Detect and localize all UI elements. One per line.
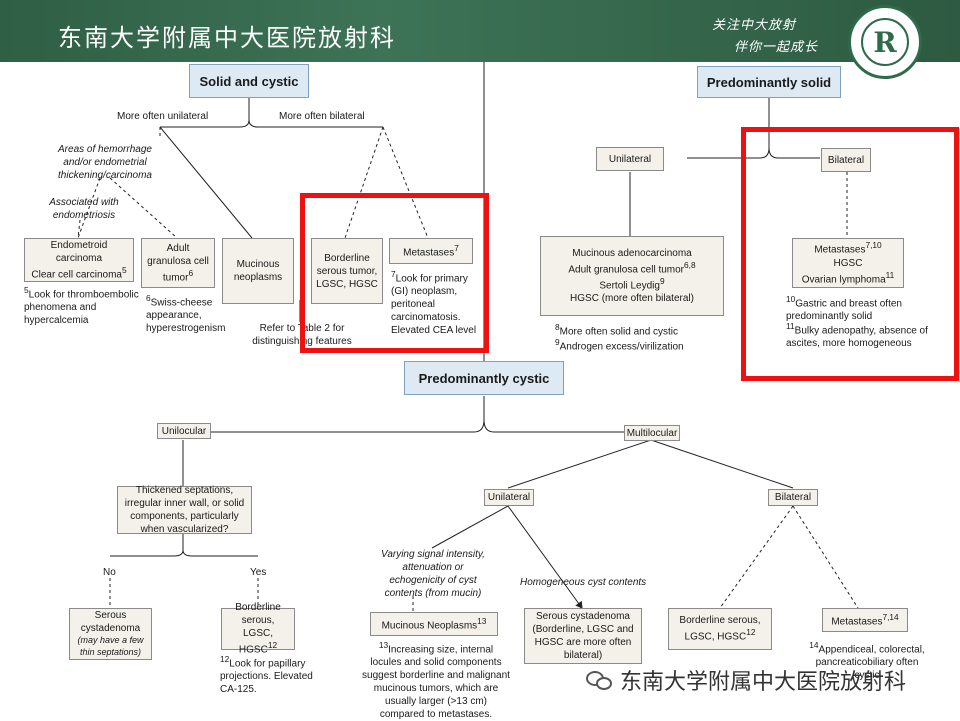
footnote-8: 8More often solid and cystic [555,322,679,338]
footnote-14: 14Appendiceal, colorectal, pancreaticobi… [809,640,925,682]
hospital-logo: R [848,5,922,79]
highlight-box-bilateral-solid-cystic [300,193,489,353]
box-borderline-serous: Borderline serous tumor, LGSC, HGSC [311,238,383,304]
wechat-icon [586,669,616,691]
label-multilocular-unilateral: Unilateral [484,489,534,506]
footnote-12: 12Look for papillary projections. Elevat… [220,654,313,696]
granulosa-label: Adult granulosa cell tumor [147,242,209,284]
label-multilocular: Multilocular [624,425,680,441]
box-solid-bilateral-list: Metastases7,10 HGSC Ovarian lymphoma11 [792,238,904,288]
heading-predominantly-solid: Predominantly solid [697,66,841,98]
slogan-line-2: 伴你一起成长 [734,40,819,55]
footnote-9: 9Androgen excess/virilization [555,337,684,353]
footnote-5: 5Look for thromboembolic phenomena and h… [24,285,139,327]
highlight-box-solid-bilateral [741,127,959,381]
note-varying-signal: Varying signal intensity, attenuation or… [381,549,485,599]
box-borderline-bilateral: Borderline serous, LGSC, HGSC12 [668,608,772,650]
heading-solid-and-cystic: Solid and cystic [189,64,309,98]
box-metastases: Metastases7 [389,238,473,264]
box-thickened-septations: Thickened septations, irregular inner wa… [117,485,252,535]
label-solid-bilateral: Bilateral [821,148,871,172]
footnote-11: 11Bulky adenopathy, absence of ascites, … [786,321,928,350]
header-banner: 东南大学附属中大医院放射科 关注中大放射 伴你一起成长 [0,0,960,62]
box-metastases-bilateral: Metastases7,14 [822,608,908,632]
label-no: No [103,567,116,578]
box-serous-cystadenoma-unilocular: Serous cystadenoma (may have a few thin … [69,608,152,660]
wechat-watermark: 东南大学附属中大医院放射科 [586,664,906,696]
footnote-13: 13Increasing size, internal locules and … [362,640,510,721]
label-solid-unilateral: Unilateral [596,147,664,171]
footnote-6: 6Swiss-cheese appearance, hyperestrogeni… [146,293,226,335]
clear-cell-label: Clear cell carcinoma [31,269,122,281]
label-unilocular: Unilocular [157,423,211,439]
endometrioid-label: Endometroid carcinoma [50,239,108,264]
note-homogeneous: Homogeneous cyst contents [520,577,647,588]
note-hemorrhage: Areas of hemorrhage and/or endometrial t… [58,144,152,181]
fn5-ref: 5 [121,264,127,275]
note-endometriosis: Associated with endometriosis [49,197,119,221]
logo-mark: R [873,26,897,59]
branch-label-unilateral: More often unilateral [117,111,209,122]
box-borderline-unilocular: Borderline serous, LGSC, HGSC12 [221,602,295,656]
box-solid-unilateral-list: Mucinous adenocarcinoma Adult granulosa … [540,236,724,316]
branch-label-bilateral: More often bilateral [279,111,365,122]
box-endometrioid-clear-cell: Endometroid carcinoma Clear cell carcino… [24,238,134,282]
box-mucinous-neoplasms: Mucinous neoplasms [222,238,294,304]
heading-predominantly-cystic: Predominantly cystic [404,361,564,395]
slogan-line-1: 关注中大放射 [712,18,797,33]
box-serous-cystadenoma-multilocular: Serous cystadenoma (Borderline, LGSC and… [524,608,642,664]
box-adult-granulosa: Adult granulosa cell tumor6 [141,238,215,288]
footnote-10: 10Gastric and breast often predominantly… [786,294,902,323]
watermark-text: 东南大学附属中大医院放射科 [620,669,907,694]
label-multilocular-bilateral: Bilateral [768,489,818,506]
fn7-ref: 7 [454,242,459,253]
header-title: 东南大学附属中大医院放射科 [58,24,396,52]
label-yes: Yes [250,567,267,578]
footnote-7: 7Look for primary (GI) neoplasm, periton… [391,269,477,337]
fn6-ref: 6 [188,267,194,278]
box-mucinous-neoplasms-cystic: Mucinous Neoplasms13 [370,612,498,636]
